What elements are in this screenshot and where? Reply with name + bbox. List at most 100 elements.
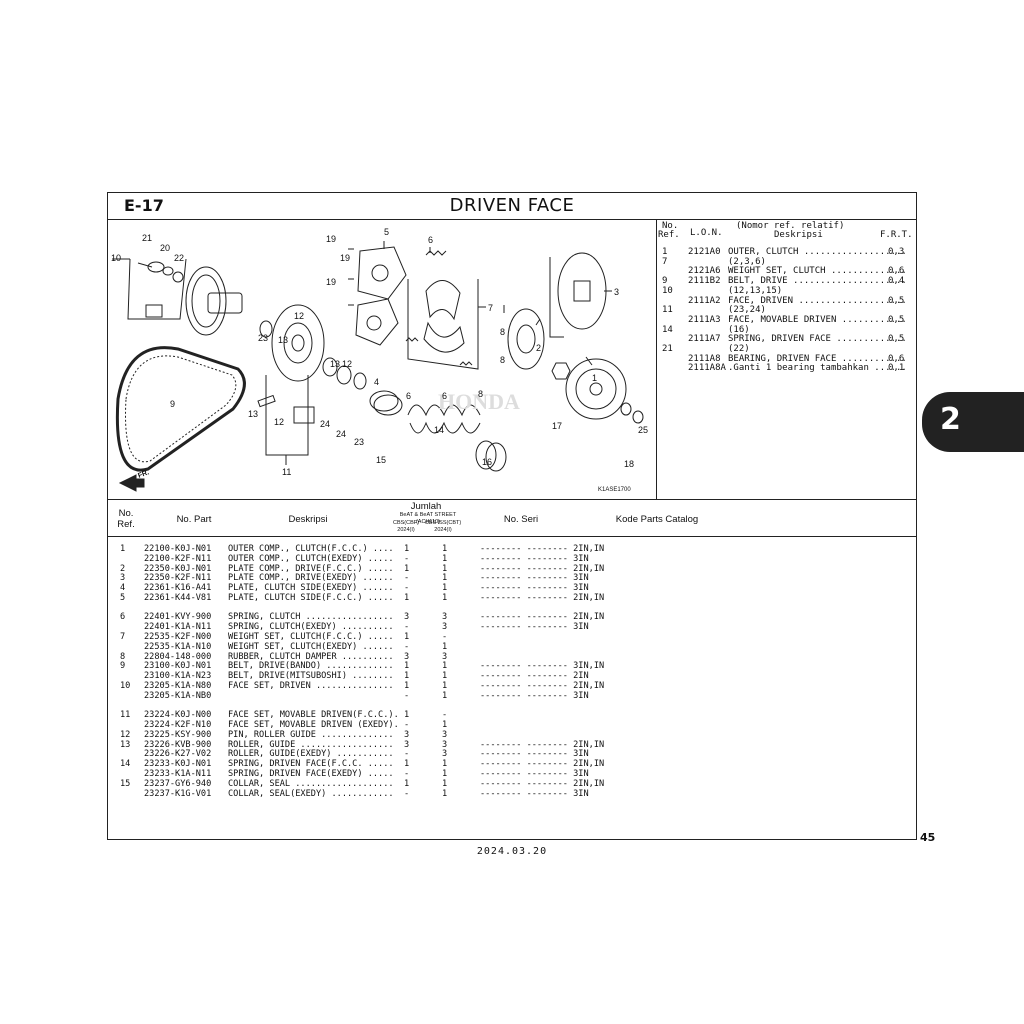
table-cell-ref: 9 [120, 661, 126, 672]
table-cell-q2: - [442, 632, 448, 642]
ref-row-lon: 2121A6 [688, 266, 721, 277]
table-cell-q1: 1 [404, 681, 410, 691]
table-cell-q2: 1 [442, 661, 448, 672]
table-cell-seri: -------- -------- 2IN,IN [480, 739, 605, 750]
ref-row-desc: OUTER, CLUTCH ................... [728, 247, 907, 257]
table-cell-q1: 3 [404, 739, 410, 750]
table-cell-seri: -------- -------- 3IN [480, 583, 589, 594]
ref-row-lon: 2111A3 [688, 314, 721, 325]
table-cell-q2: 1 [442, 720, 448, 730]
table-cell-q1: 1 [404, 563, 410, 574]
table-cell-seri: -------- -------- 3IN [480, 622, 589, 633]
ref-row-ref: 7 [662, 256, 668, 267]
table-cell-desc: COLLAR, SEAL ................... [228, 778, 394, 789]
table-cell-seri: -------- -------- 2IN,IN [480, 544, 605, 554]
table-cell-ref: 12 [120, 729, 131, 740]
callout-1: 1 [592, 373, 598, 383]
table-cell-desc: PIN, ROLLER GUIDE .............. [228, 729, 394, 740]
table-cell-part: 23205-K1A-N80 [144, 681, 212, 691]
callout-2: 2 [536, 343, 542, 353]
col-seri: No. Seri [503, 514, 539, 525]
ref-row-desc: (16) [728, 324, 750, 335]
table-cell-part: 22401-K1A-N11 [144, 622, 212, 633]
table-cell-q2: 1 [442, 563, 448, 574]
callout-23a: 23 [258, 333, 269, 343]
col-cbs-label: CBS(CBF) [393, 520, 419, 526]
diagram-drawing: HONDA [112, 241, 644, 492]
table-cell-seri: -------- -------- 2IN [480, 671, 589, 682]
chapter-number: 2 [940, 402, 961, 437]
table-cell-desc: OUTER COMP., CLUTCH(F.C.C.) .... [228, 544, 394, 554]
diagram-code: K1ASE1700 [598, 487, 631, 493]
callout-22: 22 [174, 253, 185, 263]
table-cell-ref: 10 [120, 681, 131, 691]
table-cell-desc: FACE SET, MOVABLE DRIVEN (EXEDY). [228, 720, 399, 730]
callout-6a: 6 [428, 235, 434, 245]
ref-row-desc: .Ganti 1 bearing tambahkan ...... [728, 363, 907, 374]
table-cell-part: 23100-K1A-N23 [144, 671, 212, 682]
table-cell-ref: 1 [120, 544, 126, 554]
table-cell-desc: COLLAR, SEAL(EXEDY) ............ [228, 788, 394, 799]
table-cell-ref: 11 [120, 710, 131, 721]
chapter-tab: 2 [922, 392, 1024, 452]
table-cell-q2: 1 [442, 769, 448, 779]
ref-row-desc: (12,13,15) [728, 285, 783, 296]
table-cell-q1: - [404, 553, 410, 564]
table-cell-seri: -------- -------- 3IN [480, 769, 589, 779]
table-cell-q1: 1 [404, 661, 410, 672]
ref-row-frt: 0,3 [888, 247, 905, 257]
table-cell-part: 22361-K16-A41 [144, 583, 212, 594]
callout-10: 10 [111, 253, 122, 263]
table-cell-ref: 2 [120, 563, 126, 574]
table-cell-q1: - [404, 749, 410, 760]
table-cell-q2: 1 [442, 671, 448, 682]
table-cell-desc: SPRING, DRIVEN FACE(EXEDY) ..... [228, 769, 394, 779]
table-cell-q1: - [404, 690, 410, 701]
table-cell-desc: WEIGHT SET, CLUTCH(F.C.C.) ..... [228, 632, 394, 642]
callout-12a: 12 [294, 311, 305, 321]
table-cell-desc: ROLLER, GUIDE(EXEDY) ........... [228, 749, 394, 760]
table-cell-q1: 1 [404, 544, 410, 554]
table-cell-part: 22401-KVY-900 [144, 612, 212, 623]
callout-7: 7 [488, 303, 494, 313]
callout-13a: 13 [278, 335, 289, 345]
table-cell-q1: - [404, 788, 410, 799]
table-cell-seri: -------- -------- 3IN [480, 553, 589, 564]
table-cell-part: 23226-KVB-900 [144, 739, 212, 750]
ref-row-desc: (2,3,6) [728, 256, 766, 267]
ref-header-desc: Deskripsi [774, 230, 823, 240]
ref-row-lon: 2111A8A [688, 363, 726, 374]
callout-19c: 19 [326, 277, 337, 287]
table-cell-q1: 1 [404, 710, 410, 721]
reference-table: No. Ref. L.O.N. (Nomor ref. relatif) Des… [656, 219, 918, 499]
callout-15: 15 [376, 455, 387, 465]
table-cell-q2: 1 [442, 641, 448, 652]
table-cell-desc: RUBBER, CLUTCH DAMPER .......... [228, 651, 394, 662]
callout-4: 4 [374, 377, 380, 387]
table-cell-seri: -------- -------- 3IN [480, 749, 589, 760]
table-cell-part: 23225-KSY-900 [144, 729, 212, 740]
watermark: HONDA [438, 389, 520, 414]
ref-row-frt: 0,6 [888, 266, 905, 277]
table-cell-desc: SPRING, CLUTCH(EXEDY) .......... [228, 622, 394, 633]
callout-14: 14 [434, 425, 445, 435]
table-cell-seri: -------- -------- 2IN,IN [480, 563, 605, 574]
table-cell-ref: 14 [120, 759, 131, 770]
col-part: No. Part [176, 514, 212, 525]
table-cell-part: 23226-K27-V02 [144, 749, 212, 760]
table-cell-q2: 3 [442, 651, 448, 662]
callout-12b: 12 [342, 359, 353, 369]
callout-24a: 24 [320, 419, 331, 429]
table-cell-part: 23224-K0J-N00 [144, 710, 212, 721]
ref-row-ref: 11 [662, 305, 673, 316]
table-cell-ref: 7 [120, 632, 126, 642]
table-cell-part: 23237-GY6-940 [144, 778, 212, 789]
table-cell-q1: - [404, 641, 410, 652]
col-cbs: CBS(CBF)2024(I) [390, 520, 422, 534]
table-cell-q1: 1 [404, 778, 410, 789]
table-cell-q1: - [404, 769, 410, 779]
ref-row-desc: (22) [728, 344, 750, 354]
table-cell-q2: 1 [442, 759, 448, 770]
ref-row-ref: 10 [662, 285, 673, 296]
ref-header-lon: L.O.N. [690, 228, 723, 238]
